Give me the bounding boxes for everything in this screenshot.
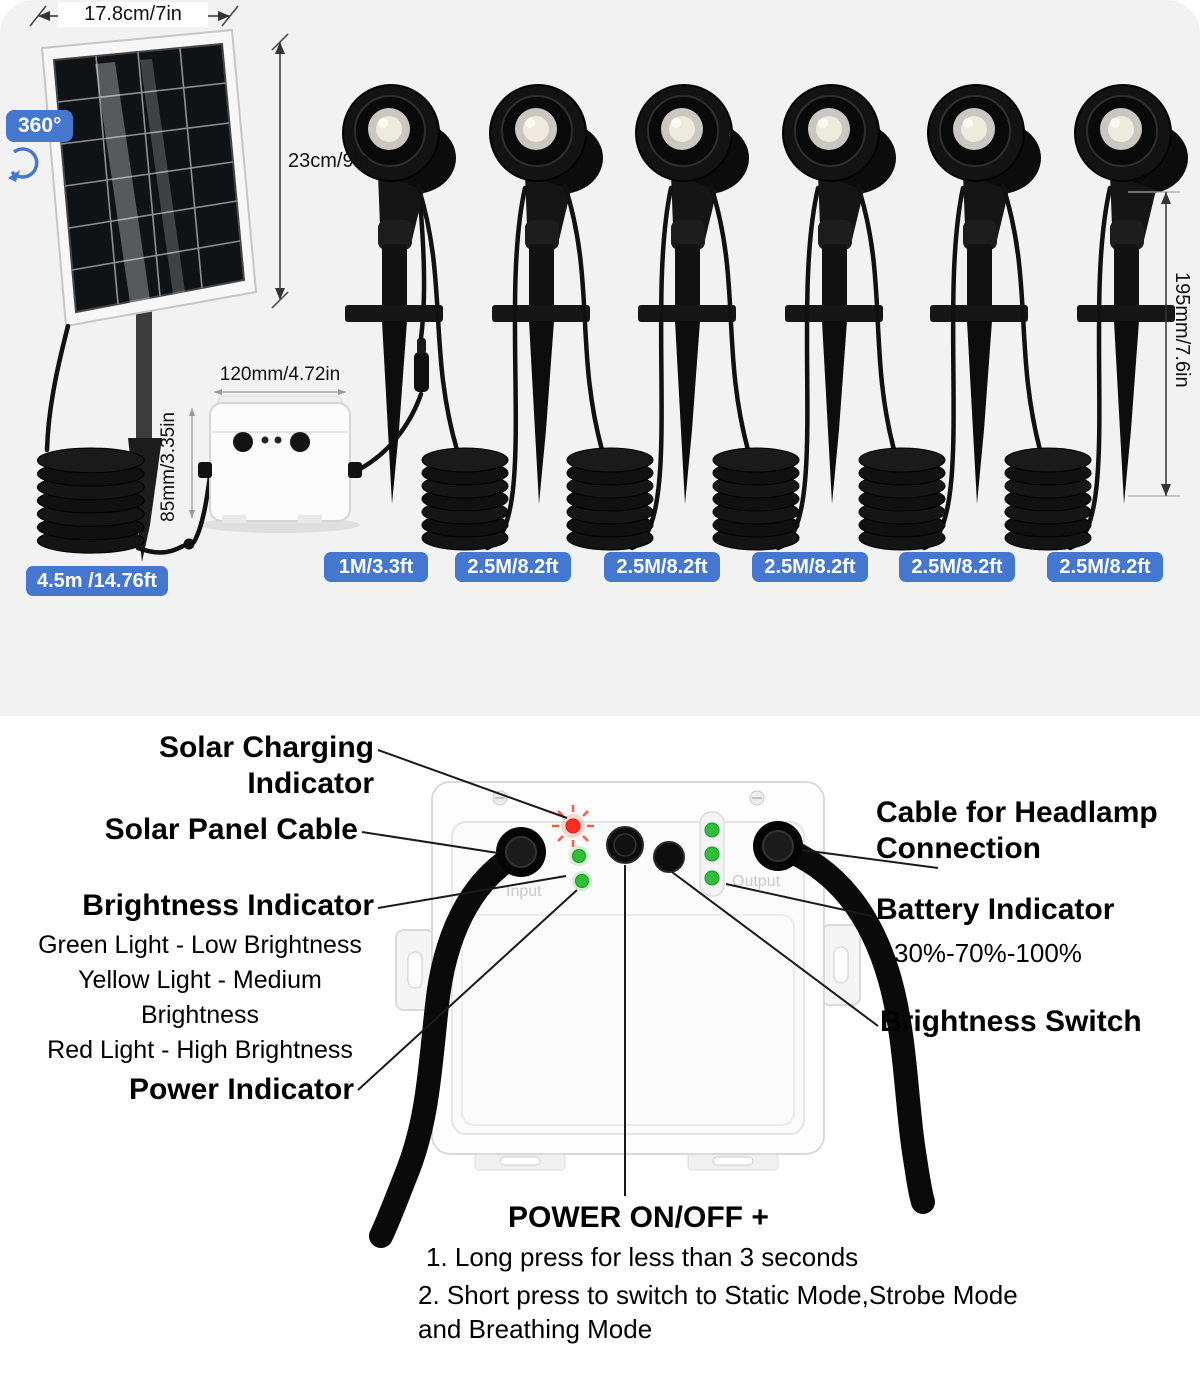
- panel-height-dimension: [271, 33, 289, 309]
- power-onoff-title: POWER ON/OFF +: [508, 1201, 769, 1234]
- cable-length-badge-1: 1M/3.3ft: [324, 552, 428, 582]
- cable-length-badge-2: 2.5M/8.2ft: [455, 552, 571, 582]
- brightness-switch-button: [653, 841, 685, 873]
- battery-levels-label: 30%-70%-100%: [894, 938, 1082, 968]
- solar-panel-cable-illustration: [369, 840, 533, 1248]
- pointer-lines: [357, 749, 939, 1196]
- battery-box-height-label: 85mm/3.35in: [158, 412, 179, 522]
- coil-cable-1: [421, 447, 509, 551]
- coil-cable-5: [1004, 447, 1092, 551]
- power-button: [606, 826, 644, 864]
- solar-charging-indicator-label: Solar Charging Indicator: [158, 731, 374, 800]
- brightness-indicator-detail: Green Light - Low Brightness Yellow Ligh…: [28, 928, 372, 1068]
- output-port: [753, 821, 803, 871]
- power-onoff-step2: 2. Short press to switch to Static Mode,…: [418, 1280, 1018, 1344]
- coil-cable-4: [858, 447, 946, 551]
- solar-cable: [36, 323, 213, 555]
- spotlight-height-label: 195mm/7.6in: [1171, 272, 1193, 388]
- spotlight-1: [342, 84, 457, 505]
- input-port: [496, 827, 546, 877]
- brightness-detail-red: Red Light - High Brightness: [47, 1036, 353, 1064]
- battery-box-illustration: [189, 389, 362, 533]
- battery-box-width-label: 120mm/4.72in: [219, 364, 341, 385]
- input-port-label: Input: [506, 883, 542, 900]
- power-onoff-step1: 1. Long press for less than 3 seconds: [426, 1242, 859, 1272]
- headlamp-cable-illustration: [766, 834, 935, 1214]
- spotlight-height-dimension: [1128, 191, 1180, 497]
- battery-indicator-label: Battery Indicator: [876, 893, 1115, 926]
- brightness-switch-label: Brightness Switch: [880, 1005, 1142, 1038]
- cable-length-badge-4: 2.5M/8.2ft: [752, 552, 868, 582]
- solar-charging-led: [552, 805, 594, 847]
- rotation-badge: 360°: [6, 110, 74, 142]
- headlamp-cable-label: Cable for Headlamp Connection: [876, 796, 1158, 865]
- cable-length-badge-6: 2.5M/8.2ft: [1047, 552, 1163, 582]
- spotlight-2: [489, 84, 604, 505]
- solar-panel-cable-label: Solar Panel Cable: [104, 813, 358, 846]
- cable-length-badge-5: 2.5M/8.2ft: [899, 552, 1015, 582]
- rotation-arrow-icon: [8, 147, 39, 182]
- solar-cable-length-badge: 4.5m /14.76ft: [26, 566, 168, 596]
- coil-cable-2: [566, 447, 654, 551]
- power-indicator-label: Power Indicator: [128, 1073, 354, 1106]
- brightness-leds: [569, 846, 592, 891]
- panel-height-dimension-label: 23cm/9in: [288, 150, 370, 172]
- solar-coil-cable: [36, 447, 145, 554]
- spotlight-4: [782, 84, 897, 505]
- cable-length-badge-3: 2.5M/8.2ft: [604, 552, 720, 582]
- spotlight-5: [927, 84, 1042, 505]
- brightness-detail-yellow: Yellow Light - Medium Brightness: [78, 966, 322, 1029]
- spotlight-3: [635, 84, 750, 505]
- brightness-detail-green: Green Light - Low Brightness: [38, 931, 362, 959]
- coil-cable-3: [712, 447, 800, 551]
- panel-width-dimension-label: 17.8cm/7in: [58, 2, 208, 27]
- battery-indicator-strip: [699, 811, 725, 897]
- output-port-label: Output: [732, 873, 781, 890]
- brightness-indicator-label: Brightness Indicator: [82, 889, 374, 922]
